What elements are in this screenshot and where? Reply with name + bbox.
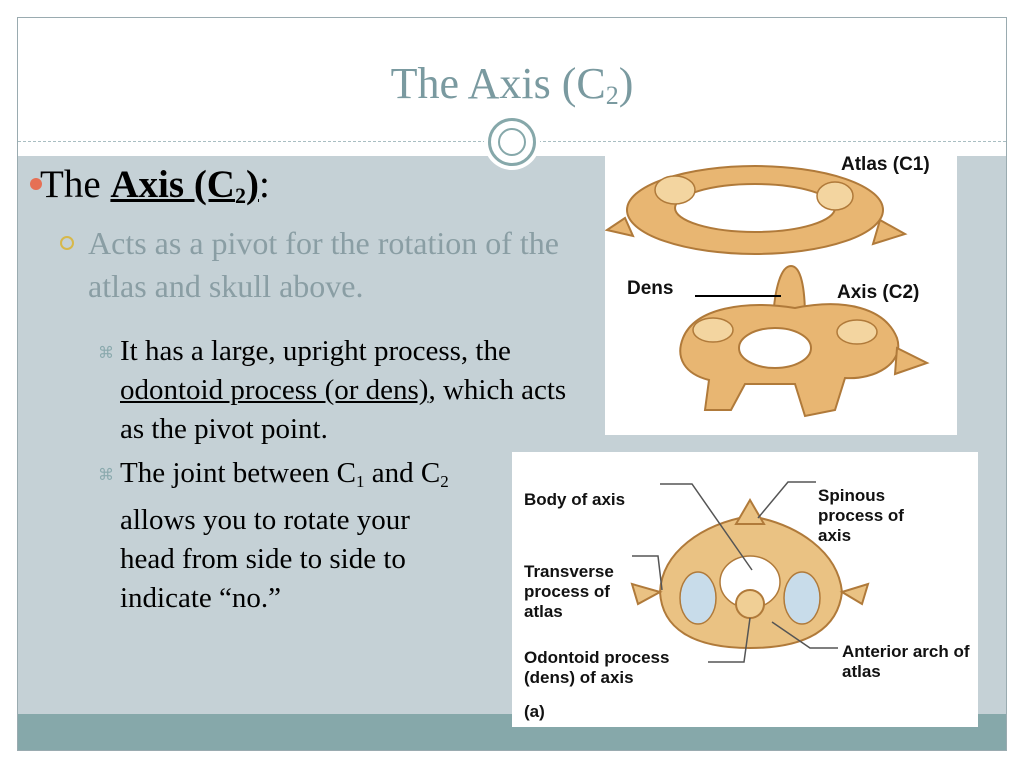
bullet1-axis: Axis (C2) [110,163,259,208]
vertebrae-drawing [605,165,930,418]
bullet-star-icon: ⌘ [98,345,114,362]
bullet-level2: Acts as a pivot for the rotation of the … [60,222,568,308]
atlas-axis-illustration: Atlas (C1) Dens Axis (C2) [605,148,957,435]
bullet-dot-icon [30,178,42,190]
superior-view-illustration: Body of axis Spinous process of axis Tra… [512,452,978,727]
bullet-ring-icon [60,236,74,250]
bullet1-prefix: The [40,163,111,206]
bullet1-colon: : [258,163,270,206]
label-anterior-arch: Anterior arch of atlas [842,642,970,681]
bullet-star-icon: ⌘ [98,467,114,484]
bullet-level1: The Axis (C2): [30,162,600,209]
title-text: The Axis (C [390,59,606,108]
label-odontoid-process: Odontoid process (dens) of axis [524,648,670,687]
label-body-of-axis: Body of axis [524,490,626,509]
label-axis: Axis (C2) [837,282,920,303]
odontoid-process-term: odontoid process (or dens) [120,374,429,406]
title-subscript: 2 [605,81,619,110]
bullet2-text: Acts as a pivot for the rotation of the … [88,225,559,304]
label-transverse-process: Transverse process of atlas [524,562,614,621]
bullet-level3-joint: ⌘ The joint between C1 and C2 allows you… [98,457,449,614]
circle-ornament-icon [484,114,540,170]
label-panel-a: (a) [524,702,545,721]
superior-view-drawing [630,481,870,663]
label-spinous-process: Spinous process of axis [818,486,904,545]
slide-title: The Axis (C2) [18,58,1006,111]
title-close: ) [618,59,634,108]
bullet-level3-dens: ⌘ It has a large, upright process, the o… [98,335,567,445]
label-dens: Dens [627,278,674,299]
label-atlas: Atlas (C1) [841,154,930,175]
